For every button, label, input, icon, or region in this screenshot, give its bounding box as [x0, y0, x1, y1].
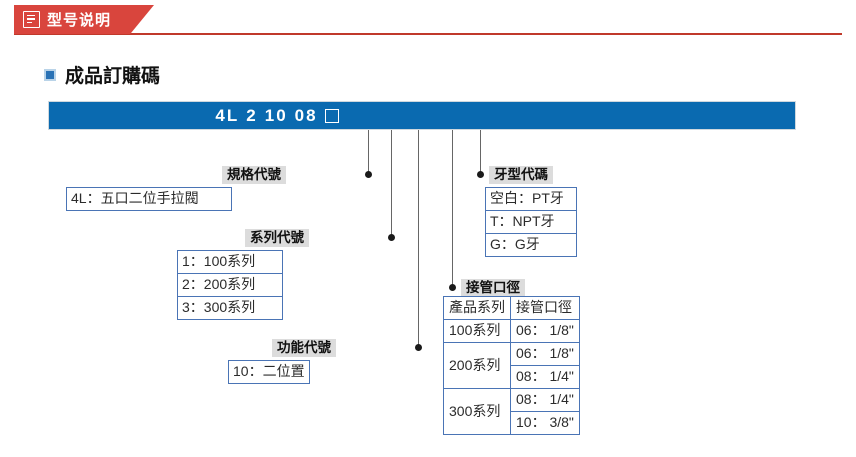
cell-series: 100系列: [443, 319, 511, 343]
banner-title: 型号说明: [47, 12, 112, 29]
callout-box-function-code: 10：二位置: [228, 360, 310, 384]
code-segment-port: 08: [294, 105, 318, 125]
leader-dot-thread: [476, 171, 484, 178]
cell-series: 200系列: [443, 342, 511, 389]
leader-line-thread: [480, 130, 481, 175]
port-size-table: 產品系列 接管口徑 100系列 06： 1/8" 200系列 06： 1/8" …: [443, 296, 580, 435]
table-row: 200系列 06： 1/8": [443, 342, 580, 389]
document-lines-icon: [23, 11, 40, 28]
leader-line-series: [391, 130, 392, 238]
section-title: 成品訂購碼: [44, 61, 160, 88]
leader-dot-series: [387, 234, 395, 241]
cell-size: 10： 3/8": [510, 411, 580, 435]
callout-box-spec-code: 4L：五口二位手拉閥: [66, 187, 232, 211]
leader-dot-spec: [364, 171, 372, 178]
cell-size: 08： 1/4": [510, 365, 580, 389]
callout-label-thread-code: 牙型代碼: [489, 166, 553, 184]
option-row: 2：200系列: [178, 274, 282, 297]
model-code-text: 4L 2 10 08: [215, 106, 628, 126]
callout-label-series-code: 系列代號: [245, 229, 309, 247]
option-row: G：G牙: [490, 236, 540, 252]
header-divider: [14, 33, 842, 35]
section-banner: 型号说明: [14, 5, 154, 34]
table-header-row: 產品系列 接管口徑: [443, 296, 580, 320]
leader-line-spec: [368, 130, 369, 175]
option-row: 3：300系列: [182, 299, 256, 315]
square-bullet-icon: [44, 68, 56, 81]
option-row: 空白：PT牙: [486, 188, 576, 211]
page-title: 成品訂購碼: [65, 66, 161, 87]
callout-label-spec-code: 規格代號: [222, 166, 286, 184]
cell-size: 08： 1/4": [510, 388, 580, 412]
page-header: 型号说明: [0, 0, 856, 40]
code-segment-thread-blank-box: [324, 108, 339, 123]
cell-size: 06： 1/8": [510, 342, 580, 366]
column-header-series: 產品系列: [443, 296, 511, 320]
option-row: T：NPT牙: [486, 211, 576, 234]
leader-dot-port: [448, 284, 456, 291]
column-header-size: 接管口徑: [510, 296, 580, 320]
table-row: 300系列 08： 1/4": [443, 388, 580, 435]
code-segment-spec: 4L: [215, 105, 240, 125]
callout-label-function-code: 功能代號: [272, 339, 336, 357]
leader-dot-function: [414, 344, 422, 351]
model-code-bar: 4L 2 10 08: [48, 101, 796, 130]
option-row: 1：100系列: [178, 251, 282, 274]
cell-series: 300系列: [443, 388, 511, 435]
callout-label-port-size: 接管口徑: [461, 279, 525, 297]
code-segment-function: 10: [264, 105, 288, 125]
callout-box-series-code: 1：100系列 2：200系列 3：300系列: [177, 250, 283, 320]
option-row: 10：二位置: [233, 363, 305, 379]
callout-box-thread-code: 空白：PT牙 T：NPT牙 G：G牙: [485, 187, 577, 257]
table-row: 100系列 06： 1/8": [443, 319, 580, 343]
table-row: 08： 1/4": [444, 365, 580, 389]
leader-line-function: [418, 130, 419, 348]
leader-line-port: [452, 130, 453, 288]
table-row: 10： 3/8": [444, 411, 580, 435]
option-row: 4L：五口二位手拉閥: [71, 190, 199, 206]
code-segment-series: 2: [246, 105, 258, 125]
cell-size: 06： 1/8": [510, 319, 580, 343]
